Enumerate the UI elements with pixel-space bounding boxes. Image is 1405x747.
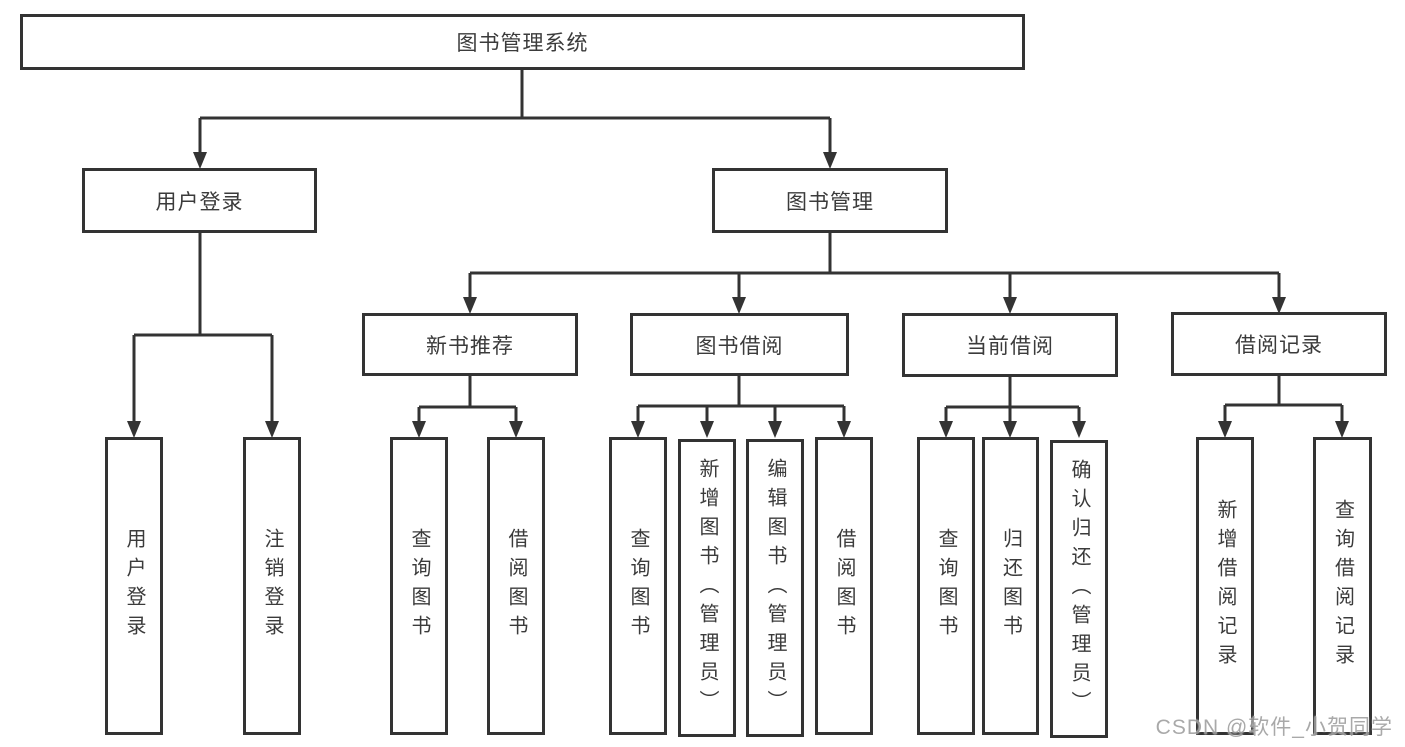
node-rec-borrow-book: 借阅图书 — [487, 437, 545, 735]
edge-root-stem — [198, 70, 832, 154]
arrow-to-cb-query — [939, 421, 953, 438]
arrow-to-borrow-record — [1272, 297, 1286, 314]
arrow-to-bb-add — [700, 421, 714, 438]
node-br-query-record: 查询借阅记录 — [1313, 437, 1372, 735]
node-current-borrow: 当前借阅 — [902, 313, 1118, 377]
edge-book-mgmt — [468, 233, 1281, 299]
node-login-logout: 注销登录 — [243, 437, 301, 735]
edge-current-borrow — [944, 377, 1081, 423]
arrow-to-current-borrow — [1003, 297, 1017, 314]
node-root: 图书管理系统 — [20, 14, 1025, 70]
arrow-to-cb-confirm — [1072, 421, 1086, 438]
arrow-to-login-logout — [265, 421, 279, 438]
edge-user-login — [132, 233, 274, 423]
node-user-login: 用户登录 — [82, 168, 317, 233]
arrow-to-bb-borrow — [837, 421, 851, 438]
node-label: 查询图书 — [408, 528, 430, 644]
node-br-add-record: 新增借阅记录 — [1196, 437, 1254, 735]
edge-borrow-record — [1223, 376, 1344, 423]
arrow-to-bb-query — [631, 421, 645, 438]
edge-book-borrow — [636, 376, 846, 423]
node-bb-add-book: 新增图书（管理员） — [678, 439, 736, 737]
arrow-to-br-add — [1218, 421, 1232, 438]
node-label: 查询图书 — [627, 528, 649, 644]
node-cb-return-book: 归还图书 — [982, 437, 1039, 735]
node-label: 注销登录 — [261, 528, 283, 644]
arrow-to-rec-borrow — [509, 421, 523, 438]
arrow-to-book-mgmt — [823, 152, 837, 169]
arrow-to-user-login — [193, 152, 207, 169]
arrow-to-login-user — [127, 421, 141, 438]
node-label: 查询图书 — [935, 528, 957, 644]
node-login-user: 用户登录 — [105, 437, 163, 735]
node-bb-query-book: 查询图书 — [609, 437, 667, 735]
arrow-to-book-borrow — [732, 297, 746, 314]
node-label: 新增借阅记录 — [1214, 499, 1236, 673]
edge-new-book-rec — [417, 376, 518, 423]
node-label: 借阅图书 — [505, 528, 527, 644]
node-label: 确认归还（管理员） — [1068, 458, 1090, 720]
arrow-to-bb-edit — [768, 421, 782, 438]
watermark: CSDN @软件_小贺同学 — [1155, 716, 1393, 739]
node-cb-confirm-return: 确认归还（管理员） — [1050, 440, 1108, 738]
node-label: 归还图书 — [999, 528, 1022, 644]
arrow-to-rec-query — [412, 421, 426, 438]
node-book-mgmt: 图书管理 — [712, 168, 948, 233]
node-bb-borrow-book: 借阅图书 — [815, 437, 873, 735]
node-new-book-rec: 新书推荐 — [362, 313, 578, 376]
node-rec-query-book: 查询图书 — [390, 437, 448, 735]
node-cb-query-book: 查询图书 — [917, 437, 975, 735]
node-borrow-record: 借阅记录 — [1171, 312, 1387, 376]
node-bb-edit-book: 编辑图书（管理员） — [746, 439, 804, 737]
node-label: 新增图书（管理员） — [696, 457, 718, 719]
node-label: 查询借阅记录 — [1331, 499, 1354, 673]
node-label: 编辑图书（管理员） — [764, 457, 786, 719]
arrow-to-new-book-rec — [463, 297, 477, 314]
node-label: 借阅图书 — [833, 528, 855, 644]
node-label: 用户登录 — [123, 528, 145, 644]
node-book-borrow: 图书借阅 — [630, 313, 849, 376]
arrow-to-br-query — [1335, 421, 1349, 438]
arrow-to-cb-return — [1003, 421, 1017, 438]
